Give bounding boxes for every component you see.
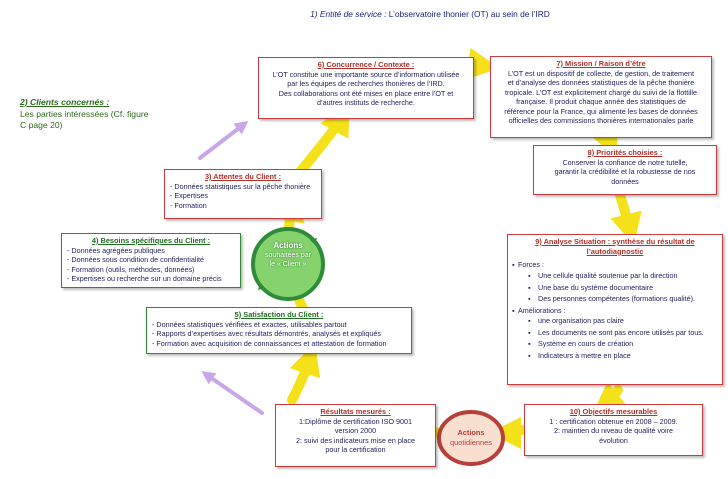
force-item: Des personnes compétentes (formations qu… xyxy=(512,294,718,304)
force-item: Une base du système documentaire xyxy=(512,283,718,293)
analyse-forces-label: Forces : xyxy=(512,260,718,270)
analyse-ameliorations-list: Améliorations : xyxy=(512,306,718,316)
besoins-title: 4) Besoins spécifiques du Client : xyxy=(91,236,211,245)
besoins-line-2: - Données sous condition de confidential… xyxy=(67,255,205,265)
satisfaction-title: 5) Satisfaction du Client : xyxy=(234,310,324,319)
besoins-line-3: - Formation (outils, méthodes, données) xyxy=(67,264,195,274)
clients-line-2: C page 20) xyxy=(20,120,63,131)
diagram-header: 1) Entité de service : L’observatoire th… xyxy=(260,9,600,19)
amelioration-item: Indicateurs à mettre en place xyxy=(512,351,718,361)
analyse-ameliorations-label: Améliorations : xyxy=(512,306,718,316)
header-text: L’observatoire thonier (OT) au sein de l… xyxy=(388,9,550,19)
priorites-line-3: données xyxy=(611,176,639,186)
mission-title: 7) Mission / Raison d’être xyxy=(556,59,646,68)
ameliorations-items: une organisation pas claire Les document… xyxy=(512,316,718,360)
attentes-box: 3) Attentes du Client : - Données statis… xyxy=(164,169,322,219)
satisfaction-line-3: - Formation avec acquisition de connaiss… xyxy=(152,338,387,348)
mission-line-1: L’OT est un dispositif de collecte, de g… xyxy=(507,68,695,78)
forces-items: Une cellule qualité soutenue par la dire… xyxy=(512,271,718,304)
attentes-line-2: - Expertises xyxy=(170,191,208,201)
loop-arrow-objectifs-to-actions xyxy=(489,416,527,449)
mission-line-2: et d’analyse des données statistiques de… xyxy=(507,78,695,88)
priorites-line-1: Conserver la confiance de notre tutelle, xyxy=(562,157,688,167)
satisfaction-box: 5) Satisfaction du Client : - Données st… xyxy=(146,307,412,354)
contexte-line-2: par les équipes de recherches thonières … xyxy=(287,79,445,89)
actions-client-circle: Actions souhaitées par le « Client » xyxy=(250,241,326,270)
analyse-box: 9) Analyse Situation : synthèse du résul… xyxy=(507,234,723,385)
mission-line-6: officielles des commissions thonières in… xyxy=(508,116,694,126)
purple-arrow-lower xyxy=(201,371,264,415)
resultats-line-1: 1:Diplôme de certification ISO 9001 xyxy=(298,416,413,426)
besoins-box: 4) Besoins spécifiques du Client : - Don… xyxy=(61,233,241,288)
actions-quotidiennes-line-2: quotidiennes xyxy=(450,437,492,447)
contexte-line-1: L’OT constitue une importante source d’i… xyxy=(272,69,460,79)
resultats-line-4: pour la certification xyxy=(325,445,386,455)
mission-box: 7) Mission / Raison d’être L’OT est un d… xyxy=(490,56,712,138)
header-prefix: 1) Entité de service : xyxy=(310,9,387,19)
besoins-line-4: - Expertises ou recherche sur un domaine… xyxy=(67,274,222,284)
satisfaction-line-2: - Rapports d’expertises avec résultats d… xyxy=(152,329,381,339)
loop-arrow-analyse-to-objectifs xyxy=(592,381,628,414)
objectifs-line-1: 1 : certification obtenue en 2008 – 2009… xyxy=(549,416,678,426)
attentes-title: 3) Attentes du Client : xyxy=(204,172,282,181)
actions-quotidiennes-circle: Actions quotidiennes xyxy=(440,428,502,448)
clients-title: 2) Clients concernés : xyxy=(20,97,110,107)
amelioration-item: Les documents ne sont pas encore utilisé… xyxy=(512,328,718,338)
mission-line-4: française. Il produit chaque année des s… xyxy=(516,97,686,107)
resultats-line-2: version 2000 xyxy=(334,426,377,436)
objectifs-line-3: évolution xyxy=(599,435,628,445)
resultats-title: Résultats mesurés : xyxy=(320,407,391,416)
priorites-title: 8) Priorités choisies : xyxy=(587,148,663,157)
objectifs-box: 10) Objectifs mesurables 1 : certificati… xyxy=(524,404,703,456)
contexte-line-4: d’autres instituts de recherche. xyxy=(317,98,415,108)
objectifs-title: 10) Objectifs mesurables xyxy=(569,407,658,416)
contexte-box: 6) Concurrence / Contexte : L’OT constit… xyxy=(258,57,474,119)
loop-arrow-priorites-to-analyse xyxy=(610,190,642,246)
mission-line-5: référence pour la France, qui alimente l… xyxy=(504,106,698,116)
amelioration-item: Système en cours de création xyxy=(512,339,718,349)
analyse-forces-list: Forces : xyxy=(512,260,718,270)
contexte-line-3: Des collaborations ont été mises en plac… xyxy=(278,88,454,98)
actions-client-line-3: le « Client » xyxy=(269,261,307,269)
contexte-title: 6) Concurrence / Contexte : xyxy=(317,60,415,69)
satisfaction-line-1: - Données statistiques vérifiées et exac… xyxy=(152,319,347,329)
loop-arrow-resultats-to-satisfaction xyxy=(287,342,321,405)
purple-arrow-upper xyxy=(198,120,249,160)
amelioration-item: une organisation pas claire xyxy=(512,316,718,326)
loop-arrow-attentes-to-contexte xyxy=(295,102,350,177)
objectifs-line-2: 2: maintien du niveau de qualité voire xyxy=(553,426,674,436)
priorites-box: 8) Priorités choisies : Conserver la con… xyxy=(533,145,717,195)
resultats-box: Résultats mesurés : 1:Diplôme de certifi… xyxy=(275,404,436,467)
clients-line-1: Les parties intéressées (Cf. figure xyxy=(20,108,149,119)
besoins-line-1: - Données agrégées publiques xyxy=(67,245,165,255)
actions-client-circle-shape xyxy=(251,227,325,301)
force-item: Une cellule qualité soutenue par la dire… xyxy=(512,271,718,281)
actions-client-line-1: Actions xyxy=(273,241,303,250)
attentes-line-3: - Formation xyxy=(170,200,207,210)
actions-quotidiennes-circle-shape xyxy=(437,410,505,466)
mission-line-3: tropicale. L’OT est explicitement chargé… xyxy=(504,87,698,97)
resultats-line-3: 2: suivi des indicateurs mise en place xyxy=(295,435,416,445)
attentes-line-1: - Données statistiques sur la pêche thon… xyxy=(170,181,311,191)
actions-quotidiennes-line-1: Actions xyxy=(457,428,485,437)
priorites-line-2: garantir la crédibilité et la robustesse… xyxy=(554,167,696,177)
clients-section: 2) Clients concernés : Les parties intér… xyxy=(20,97,190,132)
analyse-title: 9) Analyse Situation : synthèse du résul… xyxy=(535,237,695,256)
actions-client-line-2: souhaitées par xyxy=(265,252,311,260)
